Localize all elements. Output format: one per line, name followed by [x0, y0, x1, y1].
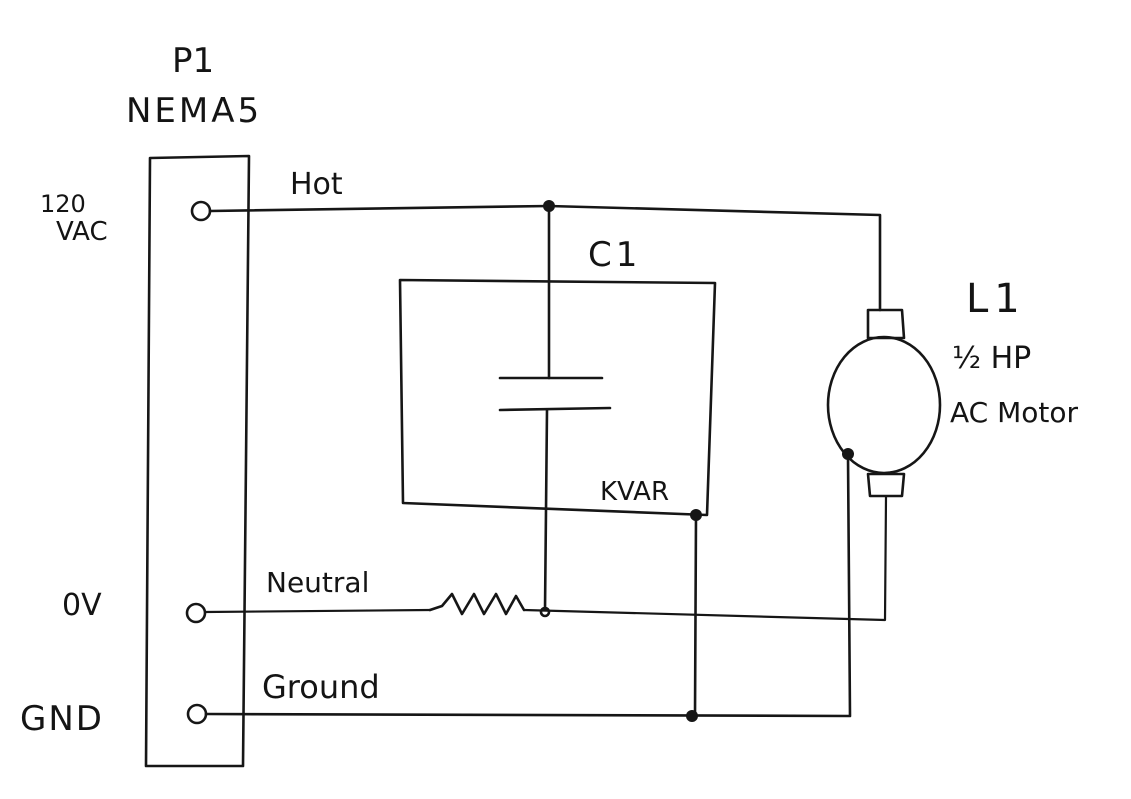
- capacitor-enclosure: [398, 278, 717, 517]
- neutral-wire-label: Neutral: [266, 566, 369, 599]
- capacitor-value-label: KVAR: [600, 477, 669, 507]
- ground-wire: [204, 454, 852, 718]
- motor-l1: L1 ½ HP AC Motor: [826, 276, 1079, 498]
- motor-top-brush: [866, 308, 906, 340]
- capacitor-c1: C1 KVAR: [398, 204, 717, 612]
- neutral-terminal: [185, 602, 207, 624]
- enclosure-ground-lead: [693, 513, 698, 717]
- ground-side-label: GND: [20, 699, 104, 739]
- ground-wire-label: Ground: [262, 668, 380, 706]
- motor-frame-junction: [842, 448, 854, 460]
- connector-p1: P1 NEMA5 120 VAC 0V GND: [20, 41, 262, 768]
- capacitor-plate-bottom: [498, 406, 612, 412]
- capacitor-ref-label: C1: [588, 235, 641, 275]
- hot-terminal: [190, 200, 212, 222]
- connector-body: [144, 154, 251, 768]
- neutral-wire-left: [203, 608, 432, 614]
- connector-ref-label: P1: [172, 41, 214, 81]
- ground-junction: [686, 710, 698, 722]
- motor-ref-label: L1: [966, 276, 1026, 322]
- neutral-side-label: 0V: [62, 588, 102, 623]
- resistor-symbol: [428, 592, 526, 616]
- hot-wire: [208, 204, 882, 312]
- supply-unit-label: VAC: [56, 217, 108, 247]
- neutral-wire-right: [522, 495, 888, 622]
- motor-bottom-brush: [866, 472, 906, 498]
- supply-voltage-label: 120: [40, 190, 86, 218]
- neutral-junction: [539, 606, 551, 618]
- capacitor-bottom-lead: [543, 408, 549, 612]
- connector-type-label: NEMA5: [126, 91, 262, 131]
- ground-terminal: [186, 703, 208, 725]
- motor-rating-label: ½ HP: [952, 341, 1031, 376]
- hot-wire-label: Hot: [290, 167, 343, 202]
- motor-type-label: AC Motor: [950, 396, 1079, 429]
